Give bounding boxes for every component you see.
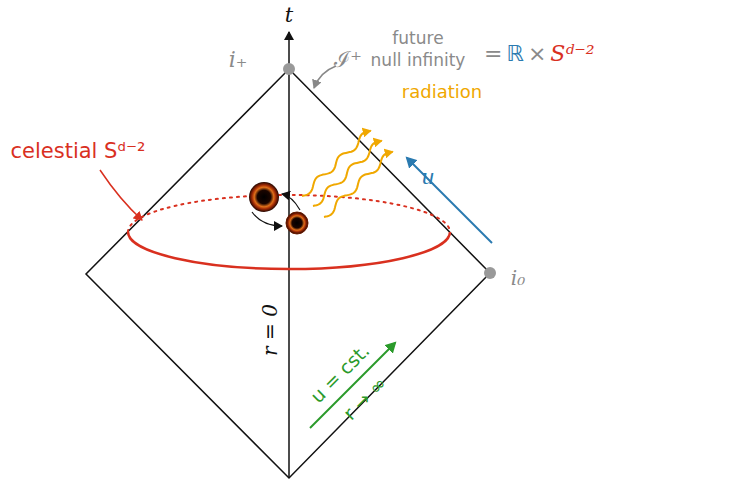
pointer-arrow <box>100 170 142 220</box>
orbit-arrow <box>252 212 282 226</box>
equation-part: Sᵈ⁻² <box>548 42 596 66</box>
future-timelike-infinity <box>283 63 295 75</box>
point-label: i₀ <box>509 267 527 289</box>
coordinate-label: u <box>419 166 437 189</box>
point-label: i₊ <box>227 48 250 72</box>
axis-label: r = 0 <box>259 302 281 358</box>
black-hole <box>249 182 279 212</box>
u-direction-arrow <box>407 158 492 243</box>
equation-part: ℝ <box>504 42 525 66</box>
boundary-name: null infinity <box>369 51 468 70</box>
orbit-arrow <box>282 194 300 210</box>
time-axis <box>288 32 290 478</box>
radiation-waves <box>302 131 393 217</box>
radiation-wave <box>324 152 393 217</box>
spatial-infinity <box>484 267 496 279</box>
boundary-name: future <box>390 29 445 48</box>
black-hole <box>286 212 308 234</box>
sphere-label: celestial Sᵈ⁻² <box>9 140 148 163</box>
penrose-diamond <box>86 69 490 478</box>
pointer-arrow <box>314 66 336 88</box>
boundary-label: ℐ⁺ <box>332 48 364 72</box>
radiation-wave <box>302 131 371 196</box>
radiation-label: radiation <box>400 82 484 102</box>
axis-label: t <box>283 4 295 27</box>
equation-part: × <box>526 42 548 66</box>
celestial-sphere-front <box>128 232 450 269</box>
equation-part: = <box>482 42 504 66</box>
